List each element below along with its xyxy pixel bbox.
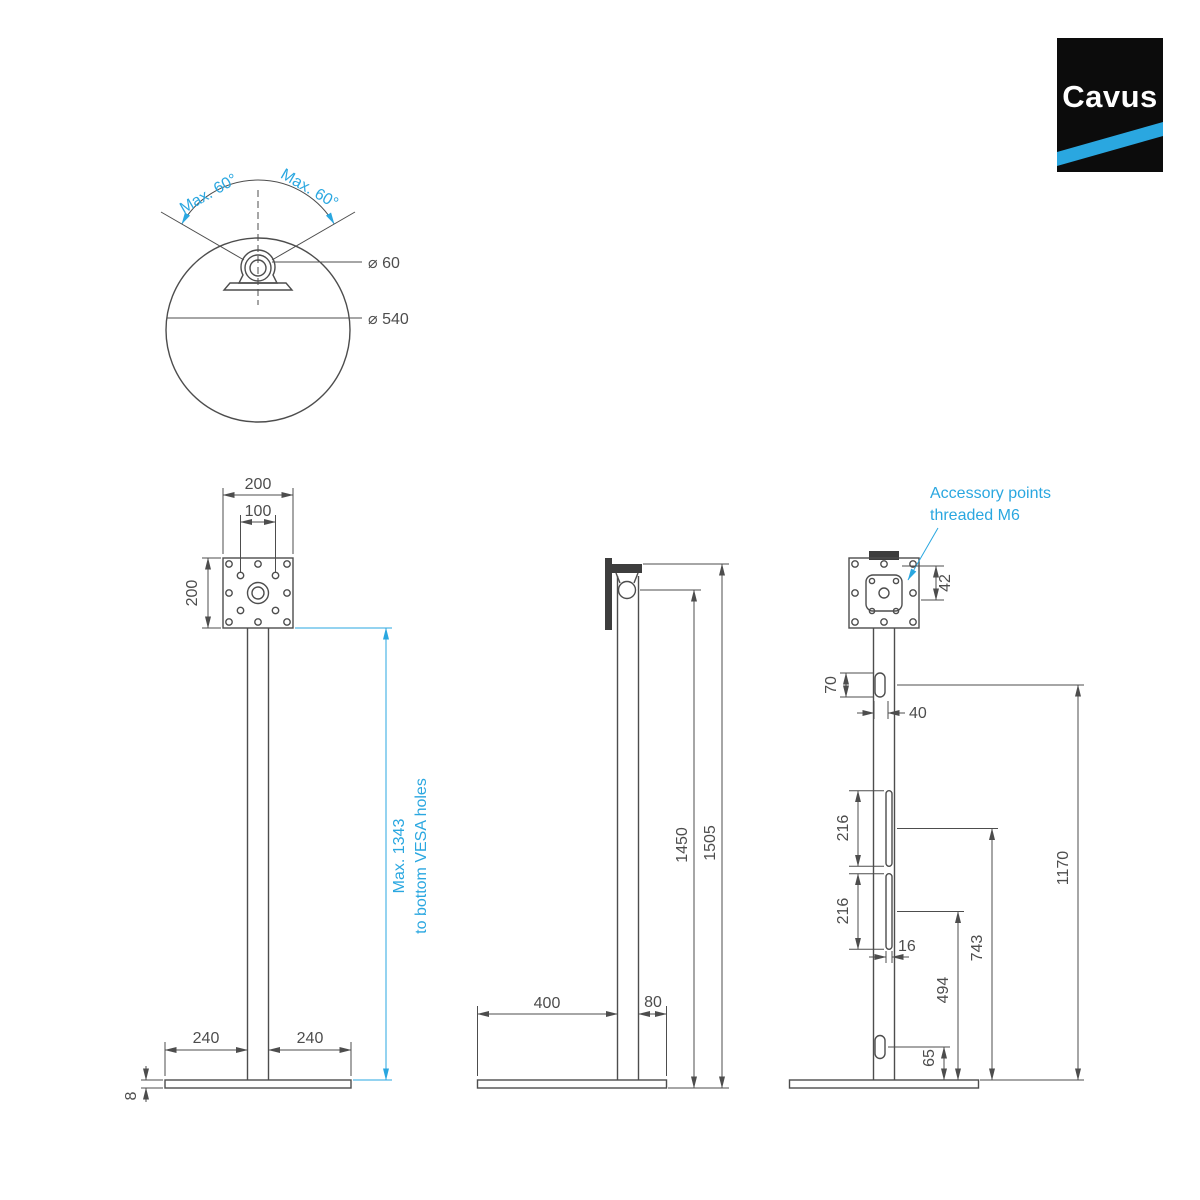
callout-line1: Accessory points [930,485,1051,502]
mount-foot [222,282,294,291]
side-view-dimensions: 400 80 1450 1505 [477,563,729,1089]
angle-right-label: Max. 60° [278,166,341,212]
accessory-slot-top [874,672,886,698]
mount-bracket [237,249,279,284]
height-top-label: 1170 [1055,851,1072,886]
pivot-circle [617,580,637,600]
vesa-plate [222,557,294,629]
height-pivot-label: 1450 [674,827,691,863]
height-total-label: 1505 [702,825,719,861]
logo-text: Cavus [1062,79,1158,114]
vesa-plate-back [848,557,920,629]
top-slot-label: 70 [823,676,840,694]
base-plate [164,1079,352,1089]
back-view: Accessory points threaded M6 42 70 40 [788,485,1084,1089]
base-thickness-label: 8 [123,1091,140,1100]
side-view-geometry [476,558,668,1089]
base-left-label: 240 [193,1030,220,1047]
height-mid-label: 743 [969,935,986,962]
angle-left-label: Max. 60° [177,171,240,217]
bottom-slot-label: 65 [921,1049,938,1067]
cable-slot-upper [885,790,893,868]
base-diameter-label: ⌀ 540 [368,311,409,328]
side-view: 400 80 1450 1505 [476,558,729,1089]
max-height-note-label: to bottom VESA holes [413,778,430,934]
base-plate-circle [165,237,351,423]
plate-width-label: 200 [245,476,272,493]
base-front-label: 400 [534,995,561,1012]
front-view: 200 100 200 240 240 8 [123,476,430,1102]
hole-spacing-label: 100 [245,503,272,520]
accessory-slot-bottom [874,1034,886,1060]
front-view-dimensions: 200 100 200 240 240 8 [123,476,430,1102]
plate-height-label: 200 [184,580,201,607]
base-back-label: 80 [644,994,662,1011]
center-bracket-plate [865,574,903,612]
vesa-holes [225,560,291,626]
mount-clamp [612,564,642,573]
max-height-label: Max. 1343 [391,819,408,894]
base-diameter-dimension: ⌀ 540 [167,311,409,328]
base-plate-edge [476,1079,668,1089]
cable-slot-lower [885,873,893,951]
brand-logo: Cavus [1057,38,1163,172]
front-view-geometry [164,557,352,1089]
slot-lower-label: 216 [835,898,852,925]
slot-upper-label: 216 [835,815,852,842]
slot-width-label: 16 [898,938,916,955]
back-view-dimensions: 42 70 40 216 216 [823,565,1084,1081]
bracket-offset-label: 42 [937,574,954,592]
top-view: Max. 60° Max. 60° ⌀ 60 ⌀ 540 [160,166,409,423]
slot-offset-label: 40 [909,705,927,722]
top-view-geometry [165,190,351,423]
callout-line2: threaded M6 [930,507,1020,524]
logo-stripe [1057,122,1163,166]
base-plate-back [788,1079,980,1089]
accessory-callout: Accessory points threaded M6 [907,485,1051,581]
back-view-geometry [788,551,980,1089]
mount-tab [869,551,899,560]
vesa-plate-edge [605,558,612,630]
vesa-holes-back [851,560,917,626]
pole-diameter-label: ⌀ 60 [368,255,400,272]
base-right-label: 240 [297,1030,324,1047]
height-low-label: 494 [935,977,952,1004]
pole-diameter-dimension: ⌀ 60 [272,255,400,272]
